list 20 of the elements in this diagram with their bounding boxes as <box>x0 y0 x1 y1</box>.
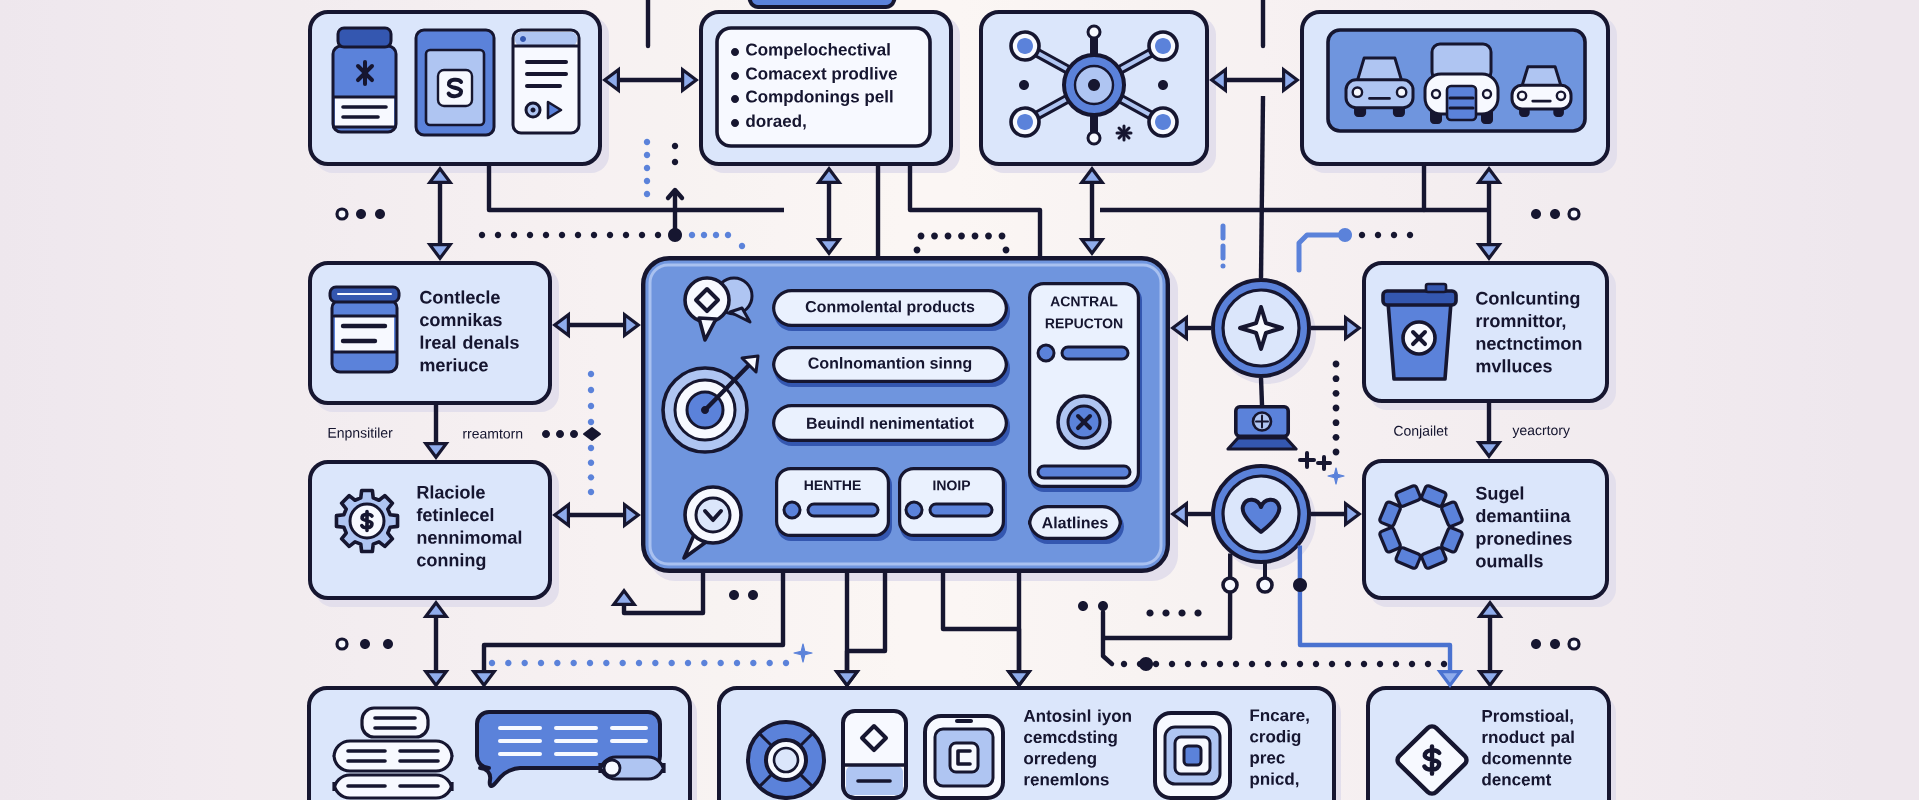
status-pill: Alatlines <box>1028 505 1124 544</box>
annotation-text: Conjailet <box>1394 425 1448 439</box>
connector-line <box>875 166 881 256</box>
connector-line <box>1258 96 1266 279</box>
monitor-drawing <box>1226 405 1298 451</box>
connector-line <box>1103 553 1233 641</box>
arrow <box>610 573 706 616</box>
connector-line <box>1100 166 1427 213</box>
annotation-text: yeacrtory <box>1512 426 1570 438</box>
connector-line <box>486 166 784 213</box>
connector-line <box>907 166 1043 256</box>
info-card: Rlaciole fetinlecel nennimomal conning <box>308 460 559 607</box>
menu-pill: Conlnomantion sinng <box>772 346 1010 387</box>
list-card: Compelochectival Comacext prodlive Compdonings pell doraed, <box>699 10 960 173</box>
menu-pill: Beuindl nenimentatiot <box>772 404 1010 446</box>
annotation-text: rreamtorn <box>463 429 523 439</box>
annotation-text: Enpnsitiler <box>328 427 393 441</box>
connector-line <box>1258 377 1265 406</box>
round-badge <box>1211 278 1316 384</box>
menu-pill: Conmolental products <box>772 289 1010 331</box>
